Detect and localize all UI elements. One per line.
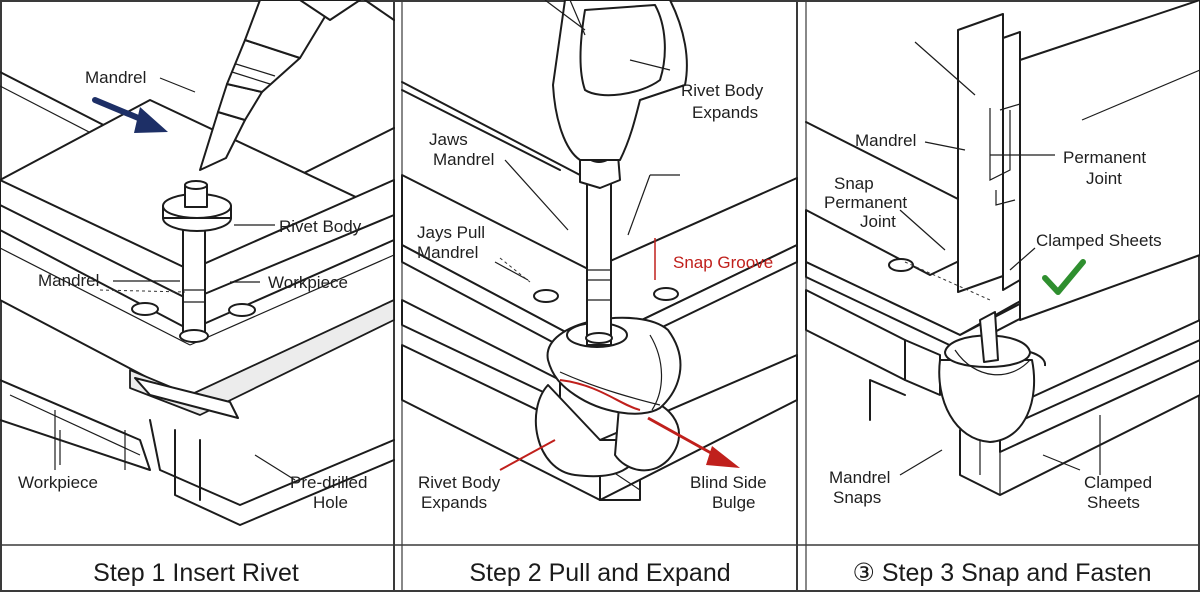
label-expands-top-1: Rivet Body (681, 81, 764, 100)
label-snap-groove: Snap Groove (673, 253, 773, 272)
vertical-sheet-front (957, 13, 1004, 293)
panel-1-labels: Mandrel Rivet Body Mandrel Workpiece Wor… (18, 68, 367, 512)
pull-arrow-icon (647, 416, 740, 468)
hole-3 (888, 258, 914, 272)
label-predrilled-2: Hole (313, 493, 348, 512)
panel-3-illustration (805, 0, 1200, 496)
label-mandrel-3: Mandrel (855, 131, 916, 150)
caption-step-1: Step 1 Insert Rivet (93, 559, 299, 587)
panel-3-labels: Mandrel Permanent Joint Snap Permanent J… (824, 131, 1162, 512)
label-snap-1: Snap (834, 174, 874, 193)
label-snaps-1: Mandrel (829, 468, 890, 487)
rivet-body-1 (162, 180, 232, 343)
label-clamped-top: Clamped Sheets (1036, 231, 1162, 250)
label-permanent-2: Joint (1086, 169, 1122, 188)
riveting-tool-1 (199, 0, 395, 171)
hole-left (131, 302, 159, 316)
riveting-tool-2 (552, 0, 688, 161)
label-jaws-1: Jaws (429, 130, 468, 149)
panel-1-illustration (0, 0, 395, 526)
checkmark-icon (1042, 259, 1086, 295)
panel-2-labels: Rivet Body Expands Jaws Mandrel Jays Pul… (417, 81, 773, 512)
label-expands-bottom-1: Rivet Body (418, 473, 501, 492)
label-workpiece-right: Workpiece (268, 273, 348, 292)
label-permanent-1: Permanent (1063, 148, 1146, 167)
panel-2-illustration (401, 0, 798, 501)
vertical-sheet-back (1019, 0, 1200, 321)
label-jays-2: Mandrel (417, 243, 478, 262)
label-workpiece-bottom: Workpiece (18, 473, 98, 492)
label-expands-bottom-2: Expands (421, 493, 487, 512)
label-snaps-2: Snaps (833, 488, 881, 507)
label-snap-3: Joint (860, 212, 896, 231)
label-clamped-bottom-2: Sheets (1087, 493, 1140, 512)
hole-right-2 (653, 287, 679, 301)
label-mandrel-top: Mandrel (85, 68, 146, 87)
hole-left-2 (533, 289, 559, 303)
label-bulge-1: Blind Side (690, 473, 767, 492)
caption-step-2: Step 2 Pull and Expand (469, 559, 730, 587)
caption-step-3: ③ Step 3 Snap and Fasten (853, 559, 1152, 587)
label-jays-1: Jays Pull (417, 223, 485, 242)
blind-side-bulge (534, 316, 682, 478)
hole-right (228, 303, 256, 317)
label-mandrel-mid: Mandrel (38, 271, 99, 290)
label-bulge-2: Bulge (712, 493, 755, 512)
label-rivet-body: Rivet Body (279, 217, 362, 236)
label-expands-top-2: Expands (692, 103, 758, 122)
label-jaws-2: Mandrel (433, 150, 494, 169)
push-arrow-icon (92, 97, 168, 133)
snapped-rivet (938, 311, 1047, 443)
label-clamped-bottom-1: Clamped (1084, 473, 1152, 492)
label-predrilled-1: Pre-drilled (290, 473, 367, 492)
label-snap-2: Permanent (824, 193, 907, 212)
